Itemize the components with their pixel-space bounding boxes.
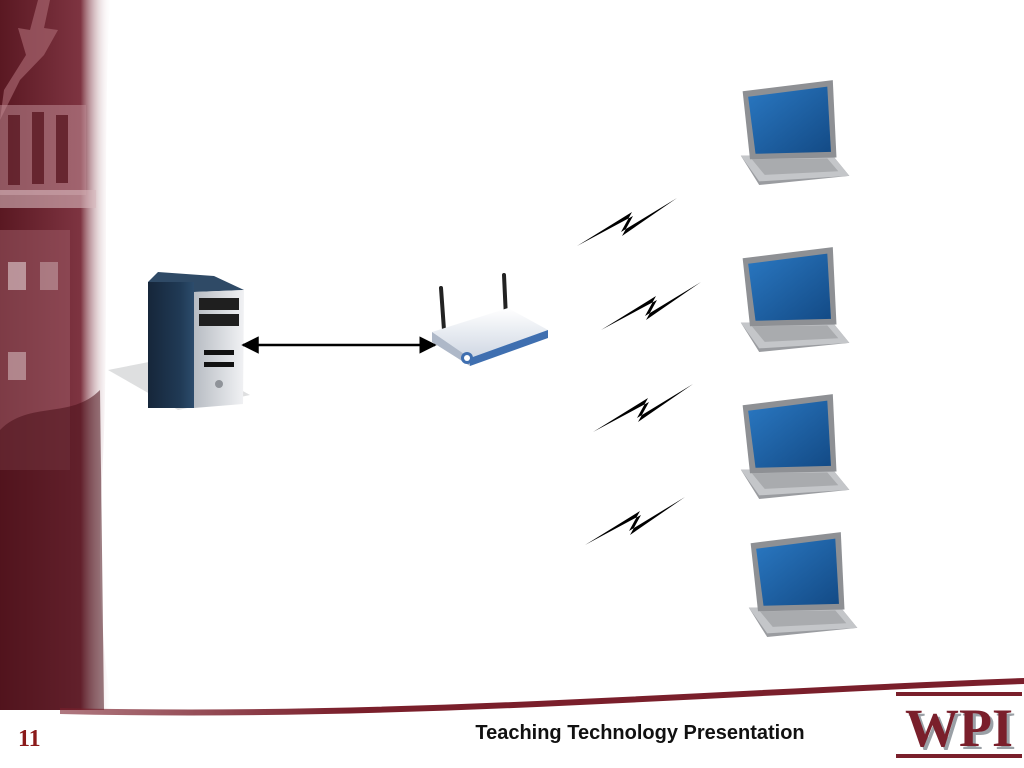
server-tower-icon	[108, 272, 250, 410]
wireless-signal-icon-3	[593, 384, 693, 432]
laptop-icon-3	[740, 394, 850, 500]
laptop-icon-2	[740, 247, 850, 353]
footer-swoosh	[60, 678, 1024, 716]
campus-tower-photo	[0, 0, 112, 710]
wireless-router-icon	[432, 273, 548, 366]
svg-text:WPI: WPI	[908, 701, 1016, 761]
laptop-icon-1	[740, 80, 850, 186]
wireless-signal-icon-2	[601, 282, 701, 330]
svg-text:WPI: WPI	[905, 698, 1013, 758]
laptop-icon-4	[748, 532, 858, 638]
page-number: 11	[18, 726, 41, 752]
wireless-signal-icon-1	[577, 198, 677, 246]
wireless-signal-icon-4	[585, 497, 685, 545]
wpi-logo: WPI WPI	[896, 692, 1022, 761]
footer-title: Teaching Technology Presentation	[475, 722, 805, 744]
